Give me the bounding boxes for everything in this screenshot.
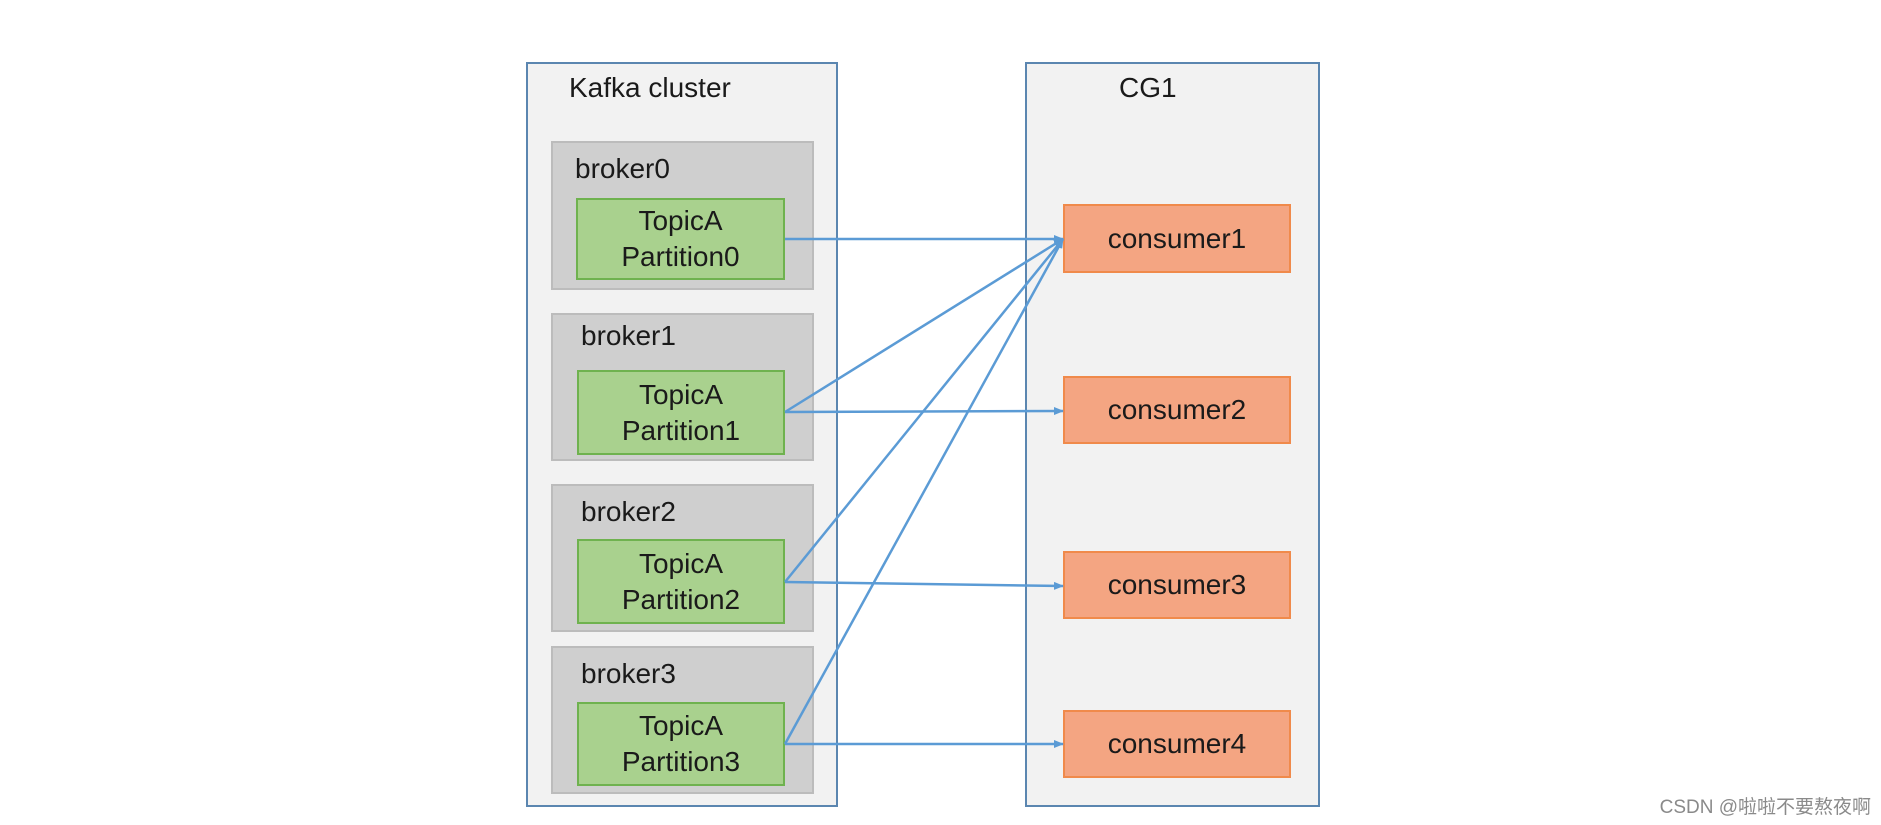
broker-label: broker0: [575, 153, 670, 184]
partition-topic: TopicA: [638, 378, 724, 410]
broker-label: broker3: [581, 658, 676, 689]
partition-topic: TopicA: [638, 547, 724, 579]
consumer-group-title: CG1: [1119, 72, 1177, 103]
consumer-label: consumer4: [1107, 728, 1247, 759]
partition-3: TopicA Partition3: [577, 702, 785, 786]
partition-2: TopicA Partition2: [577, 539, 785, 624]
csdn-watermark: CSDN @啦啦不要熬夜啊: [1659, 797, 1871, 818]
partition-name: Partition2: [621, 583, 741, 615]
broker-label: broker1: [581, 320, 676, 351]
partition-0: TopicA Partition0: [576, 198, 785, 280]
consumer-2: consumer2: [1063, 376, 1291, 444]
partition-name: Partition0: [621, 241, 740, 272]
broker-label: broker2: [581, 496, 676, 527]
partition-name: Partition3: [621, 746, 741, 777]
partition-topic: TopicA: [638, 710, 724, 741]
consumer-4: consumer4: [1063, 710, 1291, 778]
kafka-cluster-title: Kafka cluster: [569, 72, 731, 103]
partition-topic: TopicA: [638, 205, 723, 236]
consumer-1: consumer1: [1063, 204, 1291, 273]
consumer-label: consumer1: [1107, 222, 1247, 254]
consumer-3: consumer3: [1063, 551, 1291, 619]
consumer-label: consumer3: [1107, 569, 1247, 600]
consumer-label: consumer2: [1107, 394, 1247, 425]
partition-name: Partition1: [621, 414, 741, 446]
partition-1: TopicA Partition1: [577, 370, 785, 455]
